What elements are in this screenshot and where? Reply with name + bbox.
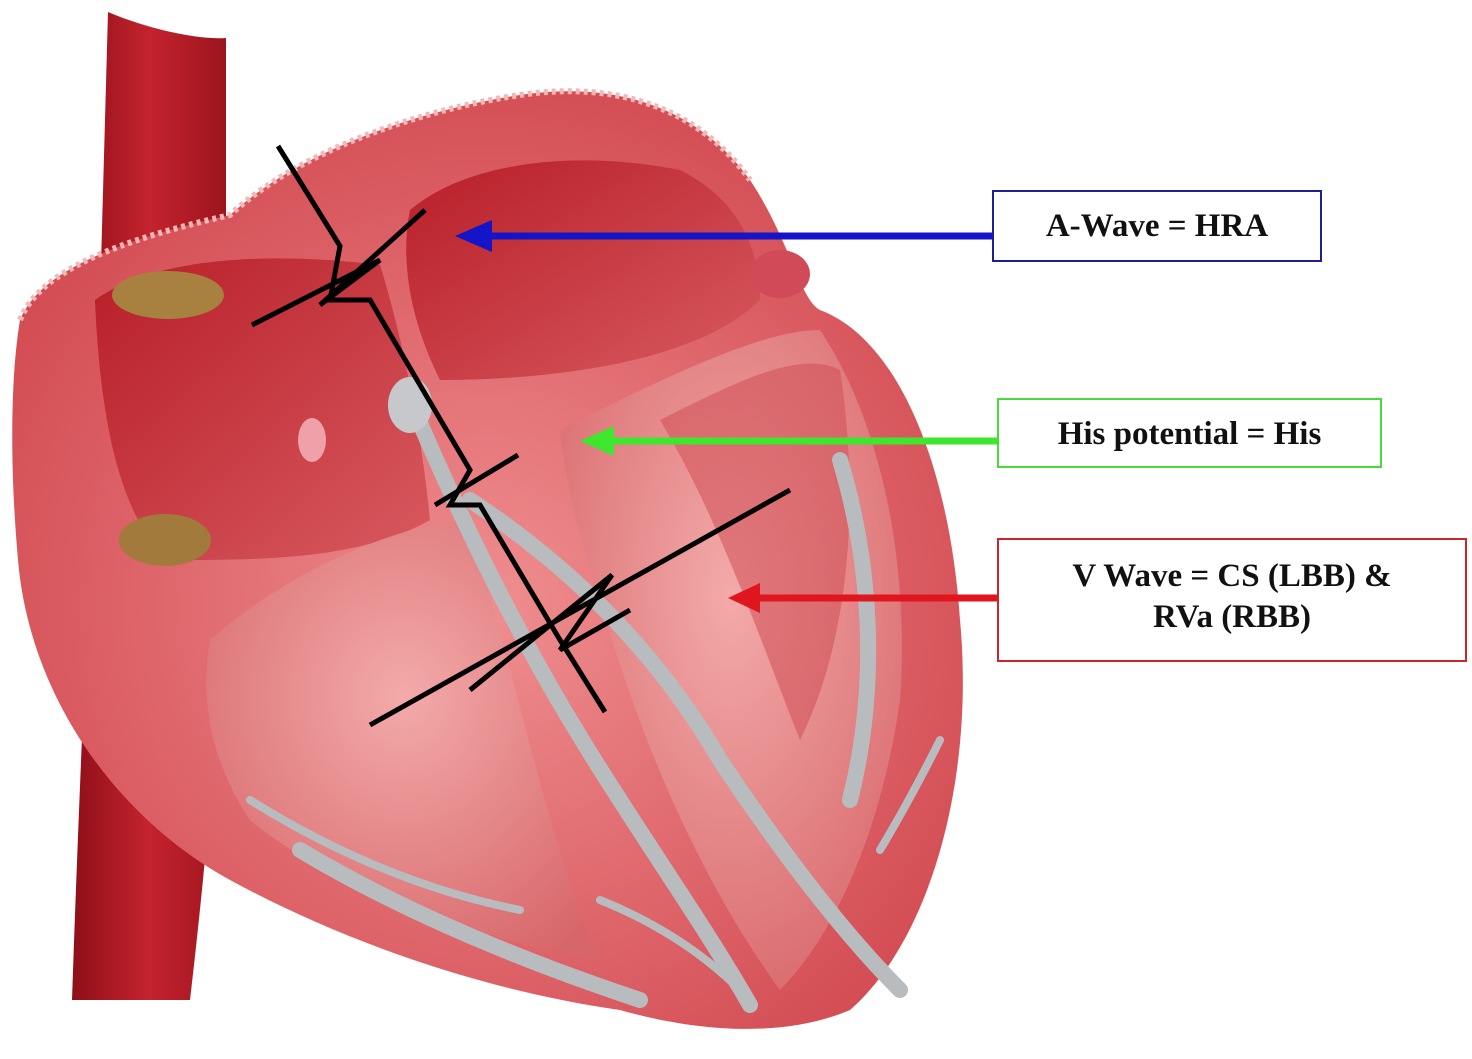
av-node — [388, 377, 432, 433]
a-wave-label-box: A-Wave = HRA — [992, 190, 1322, 262]
v-wave-label-box: V Wave = CS (LBB) & RVa (RBB) — [997, 538, 1467, 662]
right-atrium — [95, 258, 430, 566]
his-label: His potential = His — [1058, 416, 1322, 452]
v-wave-label-line1: V Wave = CS (LBB) & — [999, 556, 1465, 597]
a-wave-label: A-Wave = HRA — [1046, 208, 1268, 244]
his-label-box: His potential = His — [997, 398, 1382, 468]
v-wave-label-line2: RVa (RBB) — [999, 597, 1465, 638]
